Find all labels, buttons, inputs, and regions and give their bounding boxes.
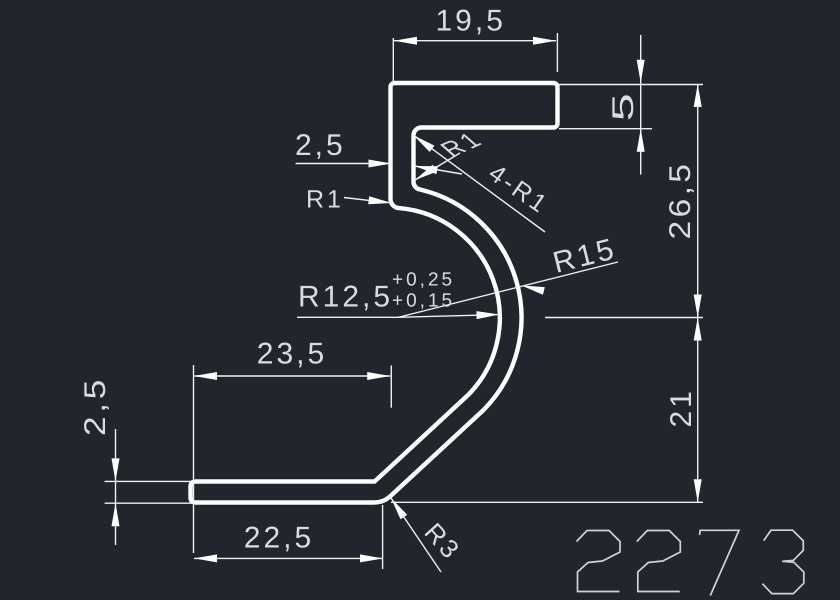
svg-text:2,5: 2,5 <box>79 376 112 436</box>
svg-text:26,5: 26,5 <box>664 161 697 240</box>
svg-text:5: 5 <box>607 88 640 121</box>
svg-text:R1: R1 <box>306 186 344 214</box>
svg-text:23,5: 23,5 <box>257 338 327 371</box>
svg-text:22,5: 22,5 <box>244 522 314 555</box>
svg-text:+0,15: +0,15 <box>392 291 455 312</box>
svg-text:R12,5: R12,5 <box>298 281 393 314</box>
svg-text:21: 21 <box>665 388 698 427</box>
svg-text:19,5: 19,5 <box>436 5 506 38</box>
svg-text:2,5: 2,5 <box>295 129 346 162</box>
svg-text:+0,25: +0,25 <box>392 270 455 291</box>
